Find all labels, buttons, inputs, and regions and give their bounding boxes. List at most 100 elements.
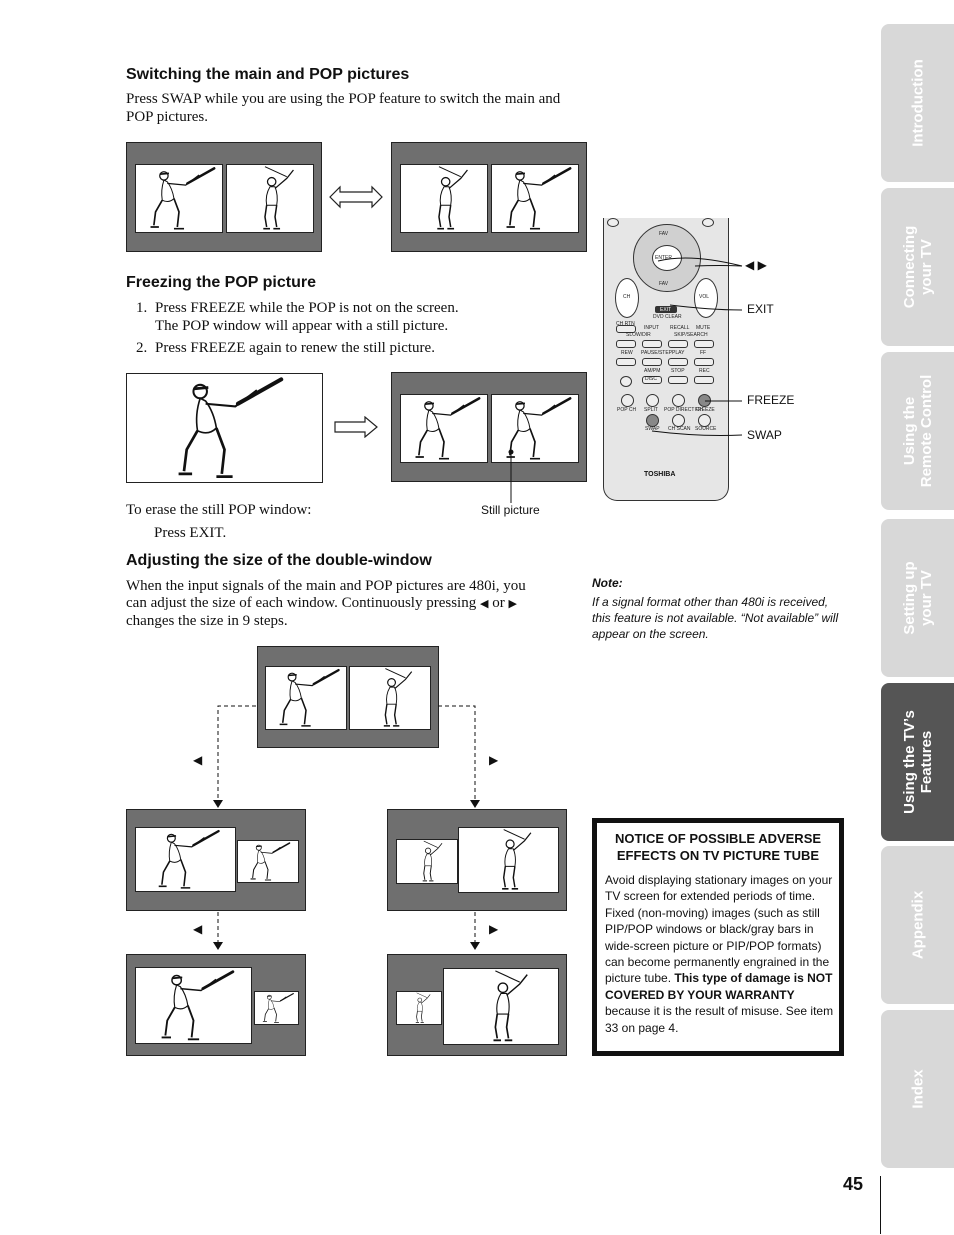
remote-input-label: INPUT bbox=[644, 325, 659, 331]
main-window bbox=[396, 839, 458, 884]
tab-introduction[interactable]: Introduction bbox=[881, 24, 954, 182]
remote-vol-label: VOL bbox=[699, 294, 710, 300]
diagram-right-arrow-2: ▶ bbox=[489, 922, 499, 936]
remote-rew-button[interactable] bbox=[616, 358, 636, 366]
remote-stop-label: STOP bbox=[671, 368, 685, 374]
still-picture-callout-line bbox=[508, 449, 514, 503]
remote-slow-right-button[interactable] bbox=[642, 340, 662, 348]
pop-window bbox=[237, 840, 299, 883]
section-adjusting-line-3: changes the size in 9 steps. bbox=[126, 613, 288, 629]
pop-window bbox=[349, 666, 431, 730]
step-2-number: 2. bbox=[136, 340, 148, 356]
remote-top-right-button[interactable] bbox=[702, 218, 714, 227]
notice-body: Avoid displaying stationary images on yo… bbox=[605, 873, 834, 1035]
remote-brand-logo: TOSHIBA bbox=[644, 471, 676, 478]
remote-pop-ch-label: POP CH bbox=[617, 407, 637, 413]
tab-setting-up-your-tv[interactable]: Setting up your TV bbox=[881, 519, 954, 677]
remote-stop-button[interactable] bbox=[668, 376, 688, 384]
remote-pop-direct-ch-label: POP DIRECT CH bbox=[664, 407, 703, 413]
pop-window bbox=[491, 164, 579, 233]
remote-slow-dir-label: SLOW/DIR bbox=[626, 332, 651, 338]
remote-ch-button[interactable] bbox=[615, 278, 639, 318]
right-arrow-icon bbox=[334, 416, 378, 438]
remote-am-pm-label: AM/PM bbox=[644, 368, 661, 374]
main-window bbox=[135, 164, 223, 233]
note-text: If a signal format other than 480i is re… bbox=[592, 595, 839, 641]
remote-dvd-clear-label: DVD CLEAR bbox=[653, 314, 682, 320]
remote-skip-fwd-button[interactable] bbox=[694, 340, 714, 348]
note-label: Note: bbox=[592, 576, 623, 590]
remote-ch-label: CH bbox=[623, 294, 631, 300]
remote-split-label: SPLIT bbox=[644, 407, 658, 413]
remote-slow-left-button[interactable] bbox=[616, 340, 636, 348]
remote-ff-label: FF bbox=[700, 350, 707, 356]
remote-pop-direct-ch-button[interactable] bbox=[672, 394, 685, 407]
tab-using-tvs-features[interactable]: Using the TV’s Features bbox=[881, 683, 954, 841]
frozen-pop-screen bbox=[391, 372, 587, 482]
pop-window bbox=[226, 164, 314, 233]
remote-ch-scan-button[interactable] bbox=[672, 414, 685, 427]
diagram-left-arrow-1: ◀ bbox=[193, 753, 203, 767]
page-number: 45 bbox=[843, 1174, 864, 1194]
pop-window bbox=[458, 827, 559, 893]
remote-mute-label: MUTE bbox=[696, 325, 711, 331]
page-number-rule bbox=[880, 1176, 881, 1234]
tab-using-remote-control[interactable]: Using the Remote Control bbox=[881, 352, 954, 510]
main-screen-after-swap bbox=[391, 142, 587, 252]
size-diagram-main-largest bbox=[126, 954, 306, 1056]
notice-title: NOTICE OF POSSIBLE ADVERSE EFFECTS ON TV… bbox=[614, 831, 822, 863]
erase-instruction: To erase the still POP window: bbox=[126, 502, 312, 518]
left-arrow-icon: ◀ bbox=[479, 598, 489, 610]
remote-ch-rtn-label: CH RTN bbox=[616, 321, 635, 327]
section-switching-title: Switching the main and POP pictures bbox=[126, 66, 410, 83]
size-diagram-equal bbox=[257, 646, 439, 748]
remote-pause-button[interactable] bbox=[642, 358, 662, 366]
remote-exit-button[interactable] bbox=[655, 306, 677, 313]
remote-rec-button[interactable] bbox=[694, 376, 714, 384]
remote-ff-button[interactable] bbox=[694, 358, 714, 366]
remote-swap-button[interactable] bbox=[646, 414, 659, 427]
press-exit-instruction: Press EXIT. bbox=[154, 525, 227, 541]
section-adjusting-title: Adjusting the size of the double-window bbox=[126, 552, 432, 569]
remote-pop-ch-button[interactable] bbox=[621, 394, 634, 407]
remote-small-round-button[interactable] bbox=[620, 376, 632, 387]
step-1-number: 1. bbox=[136, 300, 148, 316]
remote-play-button[interactable] bbox=[668, 358, 688, 366]
notice-box: NOTICE OF POSSIBLE ADVERSE EFFECTS ON TV… bbox=[592, 818, 844, 1056]
remote-source-label: SOURCE bbox=[695, 426, 717, 432]
remote-rew-label: REW bbox=[621, 350, 633, 356]
main-window bbox=[400, 164, 488, 233]
tab-index[interactable]: Index bbox=[881, 1010, 954, 1168]
tab-connecting-your-tv[interactable]: Connecting your TV bbox=[881, 188, 954, 346]
main-window bbox=[396, 991, 442, 1025]
remote-recall-label: RECALL bbox=[670, 325, 690, 331]
section-freezing-title: Freezing the POP picture bbox=[126, 274, 316, 291]
callout-freeze: FREEZE bbox=[747, 393, 795, 407]
notice-warranty-warning: This type of damage is NOT COVERED BY YO… bbox=[605, 971, 833, 1002]
remote-ch-rtn-button[interactable] bbox=[616, 325, 636, 333]
main-window bbox=[400, 394, 488, 463]
step-2-text: Press FREEZE again to renew the still pi… bbox=[155, 340, 435, 356]
remote-pause-step-label: PAUSE/STEP bbox=[641, 350, 673, 356]
diagram-right-arrow-1: ▶ bbox=[489, 753, 499, 767]
remote-fav-up-label: FAV bbox=[659, 231, 669, 237]
size-diagram-pop-larger bbox=[387, 809, 567, 911]
diagram-left-arrow-2: ◀ bbox=[193, 922, 203, 936]
full-screen-picture bbox=[126, 373, 323, 483]
remote-split-button[interactable] bbox=[646, 394, 659, 407]
swap-double-arrow-icon bbox=[329, 185, 383, 209]
callout-swap: SWAP bbox=[747, 428, 782, 442]
remote-source-button[interactable] bbox=[698, 414, 711, 427]
remote-disc-button[interactable] bbox=[642, 376, 662, 384]
remote-play-label: PLAY bbox=[672, 350, 685, 356]
main-window bbox=[135, 827, 236, 892]
step-1-line-1: Press FREEZE while the POP is not on the… bbox=[155, 300, 459, 316]
step-1-line-2: The POP window will appear with a still … bbox=[155, 318, 449, 334]
remote-vol-button[interactable] bbox=[694, 278, 718, 318]
remote-skip-back-button[interactable] bbox=[668, 340, 688, 348]
section-adjusting-line-1: When the input signals of the main and P… bbox=[126, 578, 526, 594]
remote-top-left-button[interactable] bbox=[607, 218, 619, 227]
section-adjusting-line-2: can adjust the size of each window. Cont… bbox=[126, 595, 517, 611]
callout-exit: EXIT bbox=[747, 302, 774, 316]
tab-appendix[interactable]: Appendix bbox=[881, 846, 954, 1004]
